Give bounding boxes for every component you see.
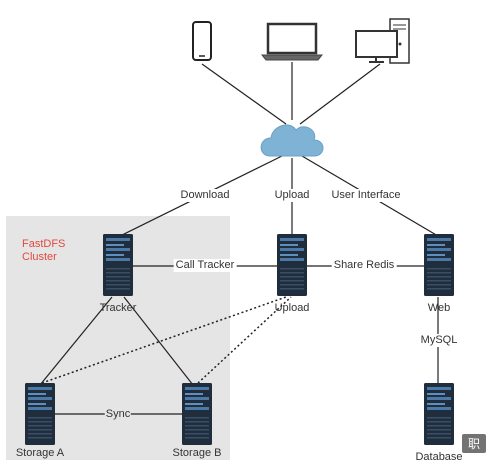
edge-label-call-tracker: Call Tracker [173, 259, 237, 272]
storage-a-server-icon [25, 383, 55, 445]
server-label-tracker: Tracker [99, 302, 137, 314]
server-label-database: Database [415, 451, 463, 463]
upload-storageB-dotted [197, 296, 292, 384]
database-server-icon [424, 383, 454, 445]
edge-label-download: Download [178, 189, 232, 202]
dotted-connectors [41, 296, 292, 384]
server-label-storage-b: Storage B [172, 447, 222, 459]
edge-label-user-interface: User Interface [329, 189, 403, 202]
tracker-server-icon [103, 234, 133, 296]
server-label-upload: Upload [274, 302, 310, 314]
edge-label-share-redis: Share Redis [331, 259, 397, 272]
watermark: 职 [461, 434, 486, 453]
storage-b-server-icon [182, 383, 212, 445]
edge-label-sync: Sync [104, 408, 132, 421]
phone-icon [192, 21, 212, 61]
cluster-title: FastDFS Cluster [22, 238, 66, 263]
web-server-icon [424, 234, 454, 296]
edge-label-upload: Upload [272, 189, 312, 202]
phone-cloud-line [201, 63, 287, 125]
laptop-icon [260, 22, 324, 61]
desktop-cloud-line [299, 63, 381, 125]
cloud-icon [260, 124, 324, 157]
upload-server-icon [277, 234, 307, 296]
tracker-storageA-line [39, 296, 113, 386]
tracker-storageB-line [123, 296, 194, 386]
desktop-icon [355, 18, 410, 64]
edge-label-mysql: MySQL [418, 334, 460, 347]
server-label-web: Web [427, 302, 451, 314]
server-label-storage-a: Storage A [15, 447, 65, 459]
